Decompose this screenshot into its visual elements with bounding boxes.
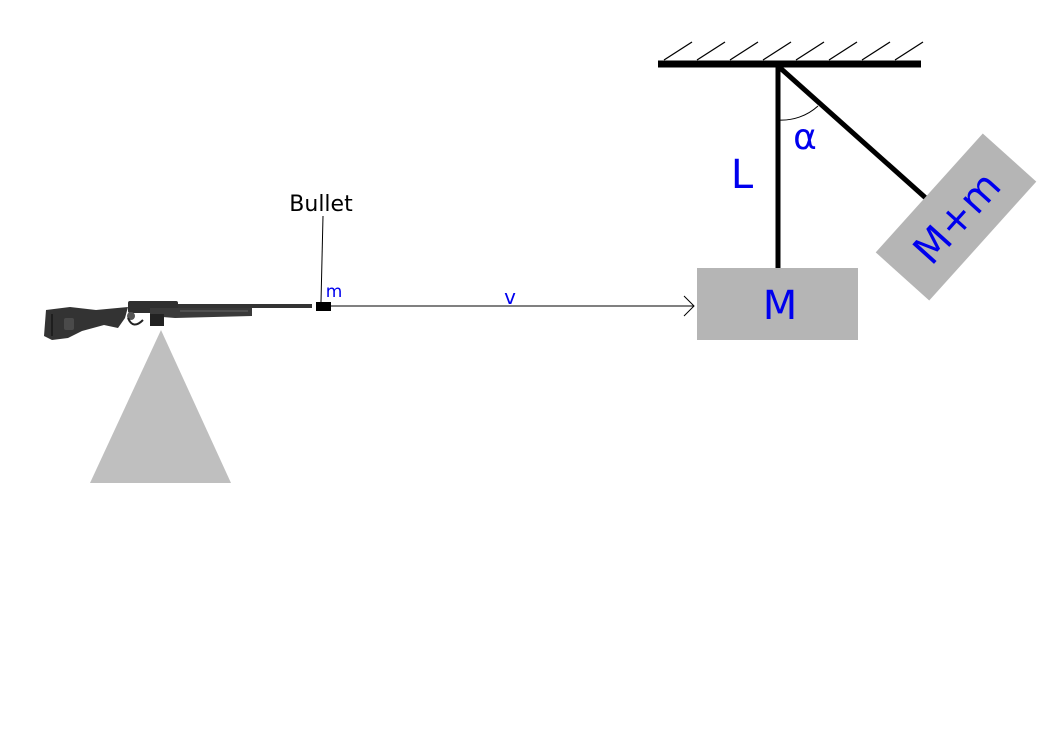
- rifle-icon: [44, 301, 312, 340]
- angle-arc: [777, 105, 819, 121]
- ceiling-hatch-icon: [663, 41, 924, 61]
- bullet: [316, 302, 331, 311]
- pendulum-string-swung: [776, 64, 930, 202]
- block-mass-label: M: [763, 283, 798, 329]
- bullet-label: Bullet: [289, 192, 353, 217]
- velocity-arrow: [330, 295, 695, 317]
- block-rest: [697, 268, 858, 340]
- block-swung: M+m: [875, 133, 1037, 301]
- rifle-stand: [90, 330, 231, 483]
- angle-label: α: [793, 117, 817, 158]
- bullet-mass-label: m: [326, 282, 343, 302]
- string-length-label: L: [731, 152, 754, 198]
- ceiling: [658, 41, 924, 68]
- bullet-callout-line: [320, 215, 324, 303]
- velocity-label: v: [504, 285, 516, 309]
